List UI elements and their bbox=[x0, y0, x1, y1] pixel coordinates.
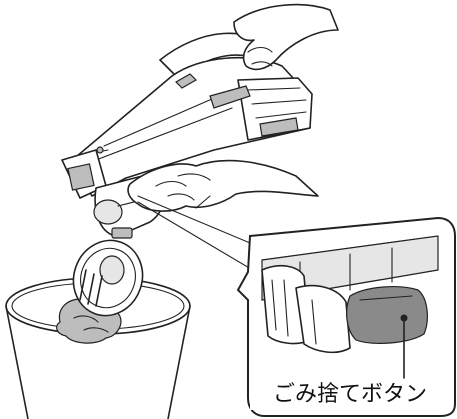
dust-release-button-label: ごみ捨てボタン bbox=[250, 380, 450, 410]
dust-release-button bbox=[347, 287, 428, 344]
